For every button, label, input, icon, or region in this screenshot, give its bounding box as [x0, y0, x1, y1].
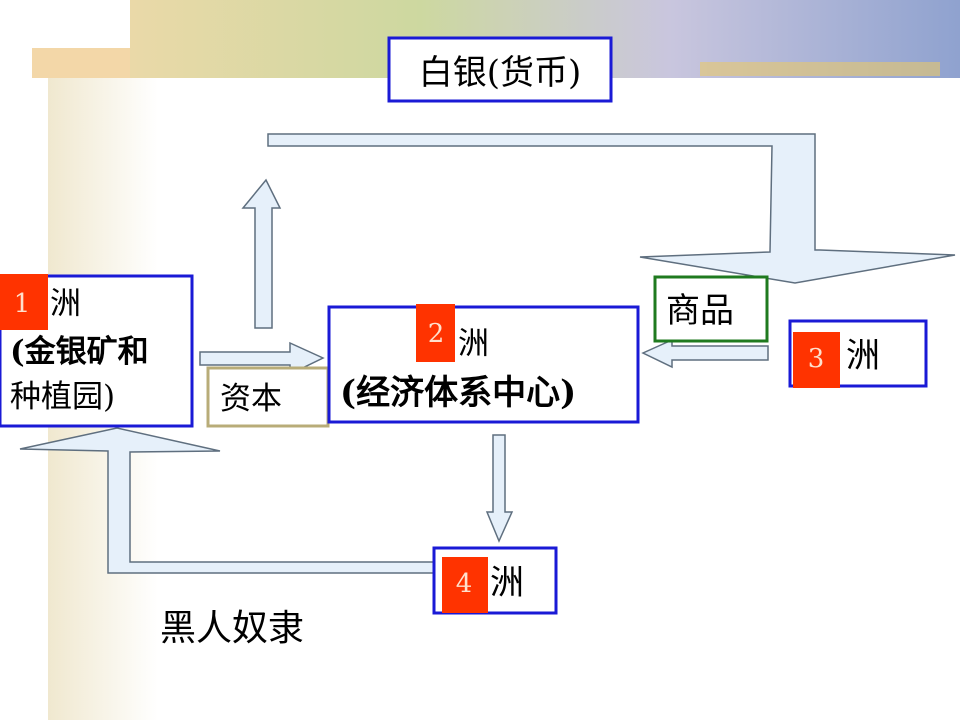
number-tag-3	[793, 332, 840, 388]
goods-label: 商品	[666, 291, 734, 331]
box4-line1: 洲	[490, 563, 524, 603]
continent-box-3: 3 洲	[788, 319, 928, 388]
number-tag-2	[416, 304, 455, 362]
top-decor-blend	[700, 62, 940, 76]
number-tag-2-label: 2	[428, 319, 445, 349]
box2-line2: (经济体系中心)	[340, 373, 576, 413]
title-box: 白银(货币)	[387, 36, 613, 103]
number-tag-4-label: 4	[456, 569, 473, 599]
box1-line1: 洲	[50, 286, 81, 322]
capital-label-box: 资本	[206, 366, 330, 428]
goods-arrow	[641, 338, 769, 369]
box3-line1: 洲	[846, 336, 880, 376]
silver-flow-arrow	[267, 133, 956, 284]
capital-arrow	[199, 341, 325, 376]
continent-box-4: 4 洲	[432, 546, 558, 615]
number-tag-3-label: 3	[808, 344, 825, 374]
number-tag-1	[0, 274, 48, 330]
diagram-title: 白银(货币)	[419, 53, 582, 93]
down-arrow	[485, 434, 514, 543]
box1-line2: (金银矿和	[10, 334, 149, 370]
capital-label: 资本	[220, 381, 282, 417]
continent-box-2: 2 洲 (经济体系中心)	[327, 304, 640, 424]
box2-line1: 洲	[458, 326, 489, 362]
number-tag-4	[442, 557, 488, 613]
slaves-label: 黑人奴隶	[160, 608, 304, 649]
continent-box-1: 1 洲 (金银矿和 种植园)	[0, 274, 194, 428]
goods-label-box: 商品	[653, 275, 769, 343]
box1-line3: 种植园)	[10, 379, 115, 415]
number-tag-1-label: 1	[14, 289, 31, 319]
slave-trade-arrow	[19, 427, 441, 574]
money-up-arrow	[241, 178, 282, 329]
